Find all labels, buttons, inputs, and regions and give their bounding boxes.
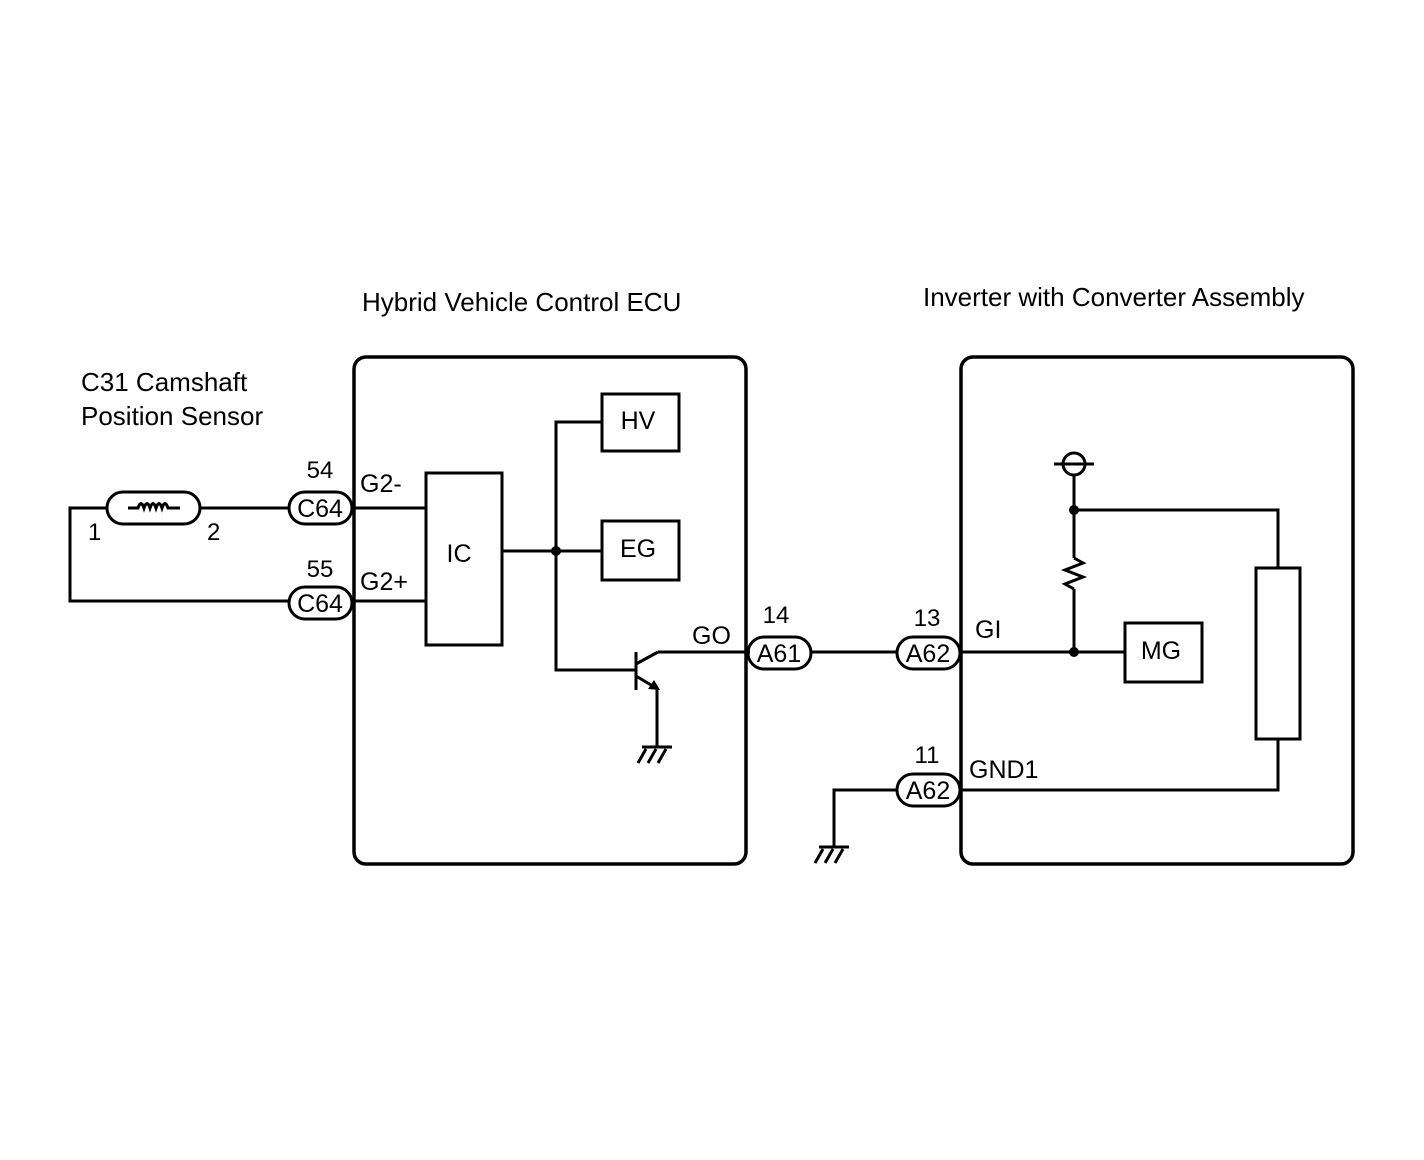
ecu-title: Hybrid Vehicle Control ECU [362,287,681,317]
connector-a61-label: A61 [757,640,801,668]
ground-icon-ecu [636,745,672,764]
connector-c64-bottom-label: C64 [297,590,343,618]
eg-label: EG [620,535,656,563]
power-supply-icon [1054,451,1094,510]
transistor-icon [634,650,750,747]
connector-c64-bottom: C64 55 [287,556,354,621]
connector-c64-top: C64 54 [287,457,354,526]
inverter-component-block [1254,566,1302,741]
signal-gnd1: GND1 [969,756,1038,784]
sensor-pin2: 2 [207,519,220,546]
wire-supply-to-component [1074,508,1280,568]
sensor-title-line2: Position Sensor [81,401,263,431]
connector-a61: A61 14 [746,602,813,671]
wire-component-to-gnd1 [960,739,1280,792]
connector-a62-gnd-label: A62 [906,777,950,805]
ground-icon-external [813,845,849,864]
connector-a61-pin: 14 [763,602,790,629]
ic-block [424,471,504,647]
mg-block [1123,621,1204,684]
camshaft-sensor: 1 2 [88,490,220,546]
sensor-pin1: 1 [88,519,101,546]
hv-label: HV [621,407,656,435]
inverter-title: Inverter with Converter Assembly [923,282,1304,312]
ecu-frame [352,355,748,866]
connector-c64-top-pin: 54 [307,457,334,484]
sensor-body [105,490,202,526]
signal-go: GO [692,622,731,650]
inverter-frame [959,355,1355,866]
sensor-title-line1: C31 Camshaft [81,367,248,397]
connector-c64-bottom-pin: 55 [307,556,334,583]
connector-a62-gi: A62 13 [895,605,962,671]
emitter-arrow-icon [648,680,660,690]
signal-gi: GI [975,616,1001,644]
hv-block [600,392,681,453]
mg-label: MG [1141,637,1181,665]
connector-a62-gnd-pin: 11 [915,742,940,769]
signal-g2-minus: G2- [360,470,402,498]
connector-c64-top-label: C64 [297,495,343,523]
connector-a62-gi-pin: 13 [914,605,941,632]
connector-a62-gnd: A62 11 [895,742,962,808]
coil-icon [128,502,180,513]
ic-label: IC [447,540,472,568]
wire-sensor-loop [68,506,289,603]
connector-a62-gi-label: A62 [906,640,950,668]
eg-block [600,519,681,582]
wire-external-ground [832,788,897,847]
resistor-icon [1060,556,1088,591]
signal-g2-plus: G2+ [360,568,408,596]
junction-dot [551,546,561,556]
